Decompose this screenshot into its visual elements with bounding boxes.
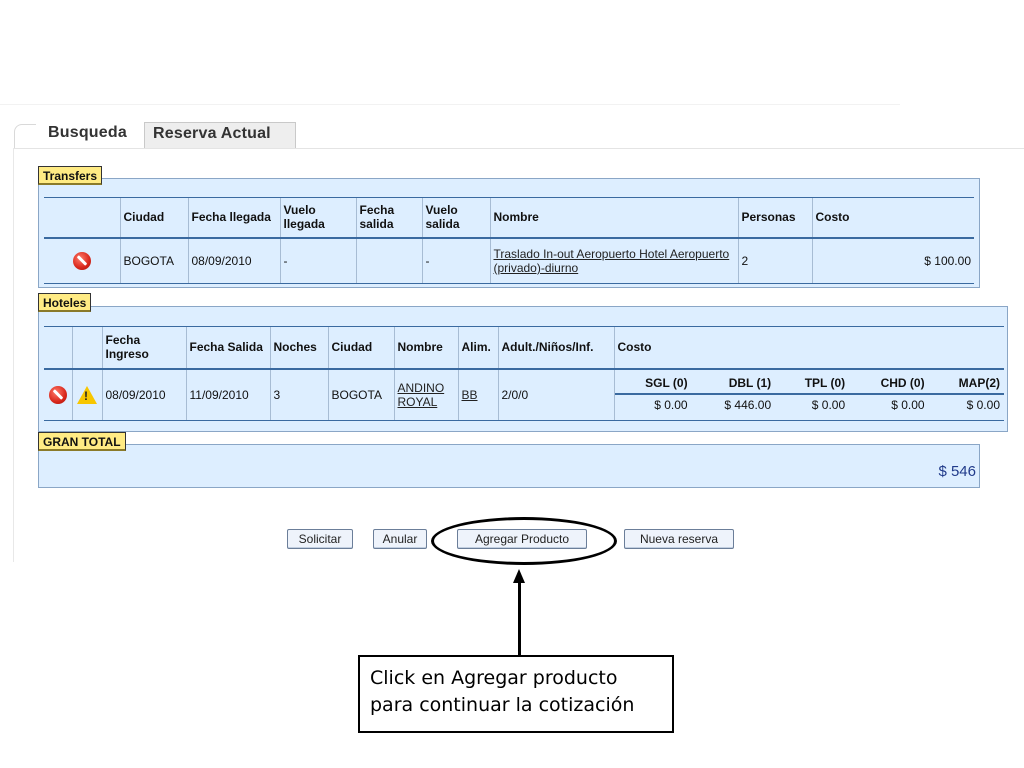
arrow-up-icon <box>513 569 525 583</box>
col-ciudad: Ciudad <box>119 197 188 239</box>
col-alim: Alim. <box>457 326 498 370</box>
cost-value: $ 0.00 <box>654 398 688 413</box>
col-costo: Costo <box>613 326 1004 370</box>
hotel-alim-link[interactable]: BB <box>461 387 478 402</box>
col-warn <box>71 326 102 370</box>
cancel-cell[interactable] <box>44 237 120 284</box>
col-nombre: Nombre <box>489 197 738 239</box>
hotel-noches: 3 <box>269 368 328 421</box>
hotel-costo-cell: SGL (0) DBL (1) TPL (0) CHD (0) MAP(2) $… <box>613 368 1004 421</box>
transfer-fecha-llegada: 08/09/2010 <box>187 237 280 284</box>
cancel-icon[interactable] <box>48 385 67 404</box>
cost-header: DBL (1) <box>691 373 776 395</box>
col-fecha-llegada: Fecha llegada <box>187 197 280 239</box>
tab-cap <box>14 124 36 148</box>
hotel-fecha-ingreso: 08/09/2010 <box>101 368 186 421</box>
cost-value: $ 0.00 <box>891 398 925 413</box>
cost-value: $ 0.00 <box>811 398 846 413</box>
hoteles-label: Hoteles <box>38 293 92 312</box>
tab-busqueda[interactable]: Busqueda <box>48 124 127 141</box>
cost-value: $ 446.00 <box>724 398 772 413</box>
gran-total-value: $ 546 <box>938 463 976 480</box>
cost-breakdown: SGL (0) DBL (1) TPL (0) CHD (0) MAP(2) $… <box>614 373 1004 416</box>
transfer-personas: 2 <box>737 237 812 284</box>
hotel-nombre-cell: ANDINO ROYAL <box>393 368 458 421</box>
hotel-alim-cell: BB <box>457 368 498 421</box>
panel-left-border <box>13 148 14 562</box>
cost-header: TPL (0) <box>775 373 850 395</box>
tab-reserva-actual[interactable]: Reserva Actual <box>144 122 296 148</box>
cost-header: SGL (0) <box>614 373 692 395</box>
hotel-pax: 2/0/0 <box>497 368 614 421</box>
instruction-line-1: Click en Agregar producto <box>370 667 618 689</box>
col-fecha-salida: Fecha salida <box>355 197 422 239</box>
col-vuelo-llegada: Vuelo llegada <box>279 197 356 239</box>
warning-icon <box>77 385 97 404</box>
col-personas: Personas <box>737 197 812 239</box>
transfer-nombre-link[interactable]: Traslado In-out Aeropuerto Hotel Aeropue… <box>493 246 730 275</box>
transfer-costo: $ 100.00 <box>811 237 974 284</box>
cancel-icon[interactable] <box>72 251 91 270</box>
gran-total-label: GRAN TOTAL <box>38 432 126 451</box>
solicitar-button[interactable]: Solicitar <box>287 529 353 549</box>
col-icon <box>44 197 120 239</box>
warning-cell <box>71 368 102 421</box>
instruction-note: Click en Agregar producto para continuar… <box>358 655 674 733</box>
hoteles-table: Fecha Ingreso Fecha Salida Noches Ciudad… <box>44 326 1004 421</box>
highlight-oval <box>431 517 617 565</box>
col-vuelo-salida: Vuelo salida <box>421 197 490 239</box>
cancel-cell[interactable] <box>44 368 72 421</box>
hotel-nombre-link[interactable]: ANDINO ROYAL <box>397 380 445 409</box>
tab-underline <box>14 148 1024 149</box>
col-noches: Noches <box>269 326 328 370</box>
col-costo: Costo <box>811 197 974 239</box>
col-cancel <box>44 326 72 370</box>
cost-header: MAP(2) <box>928 373 1004 395</box>
transfer-nombre-cell: Traslado In-out Aeropuerto Hotel Aeropue… <box>489 237 738 284</box>
table-row: 08/09/2010 11/09/2010 3 BOGOTA ANDINO RO… <box>44 368 1004 421</box>
hotel-fecha-salida: 11/09/2010 <box>185 368 270 421</box>
col-fecha-salida: Fecha Salida <box>185 326 270 370</box>
col-pax: Adult./Niños/Inf. <box>497 326 614 370</box>
col-nombre: Nombre <box>393 326 458 370</box>
instruction-line-2: para continuar la cotización <box>370 694 635 716</box>
transfer-fecha-salida <box>355 237 422 284</box>
transfer-vuelo-llegada: - <box>279 237 356 284</box>
transfers-table: Ciudad Fecha llegada Vuelo llegada Fecha… <box>44 197 974 284</box>
nueva-reserva-button[interactable]: Nueva reserva <box>624 529 734 549</box>
transfer-ciudad: BOGOTA <box>119 237 188 284</box>
col-fecha-ingreso: Fecha Ingreso <box>101 326 186 370</box>
cost-header: CHD (0) <box>849 373 929 395</box>
gran-total-section <box>38 444 980 488</box>
top-divider <box>0 104 900 105</box>
transfer-vuelo-salida: - <box>421 237 490 284</box>
arrow-shaft <box>518 582 521 656</box>
transfers-label: Transfers <box>38 166 103 185</box>
table-row: BOGOTA 08/09/2010 - - Traslado In-out Ae… <box>44 237 974 284</box>
cost-value: $ 0.00 <box>966 398 1000 413</box>
col-ciudad: Ciudad <box>327 326 394 370</box>
hotel-ciudad: BOGOTA <box>327 368 394 421</box>
anular-button[interactable]: Anular <box>373 529 427 549</box>
